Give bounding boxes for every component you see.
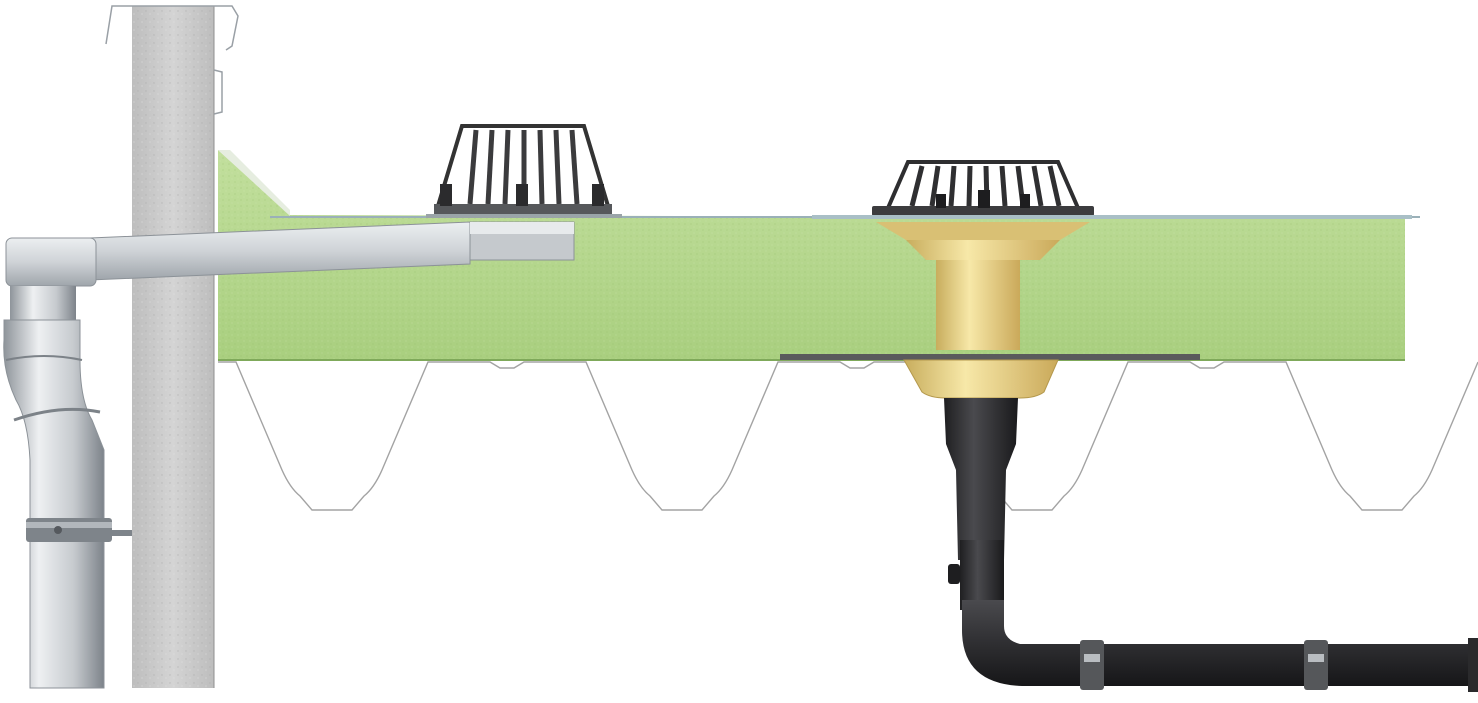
main-roof-drain-grate — [812, 160, 1412, 219]
parapet-coping — [105, 5, 239, 115]
drain-pipe-elbow-horizontal — [962, 600, 1478, 692]
trapezoidal-steel-deck — [218, 361, 1478, 511]
overflow-drain-grate — [426, 124, 622, 218]
drain-pipe-vertical — [944, 398, 1018, 610]
pipe-clamp — [1080, 640, 1328, 690]
insulation-layer — [218, 150, 1420, 361]
drain-body-sleeve — [780, 222, 1200, 399]
steel-downpipe — [3, 237, 105, 689]
pipe-bracket — [26, 518, 132, 542]
concrete-wall — [132, 6, 215, 688]
